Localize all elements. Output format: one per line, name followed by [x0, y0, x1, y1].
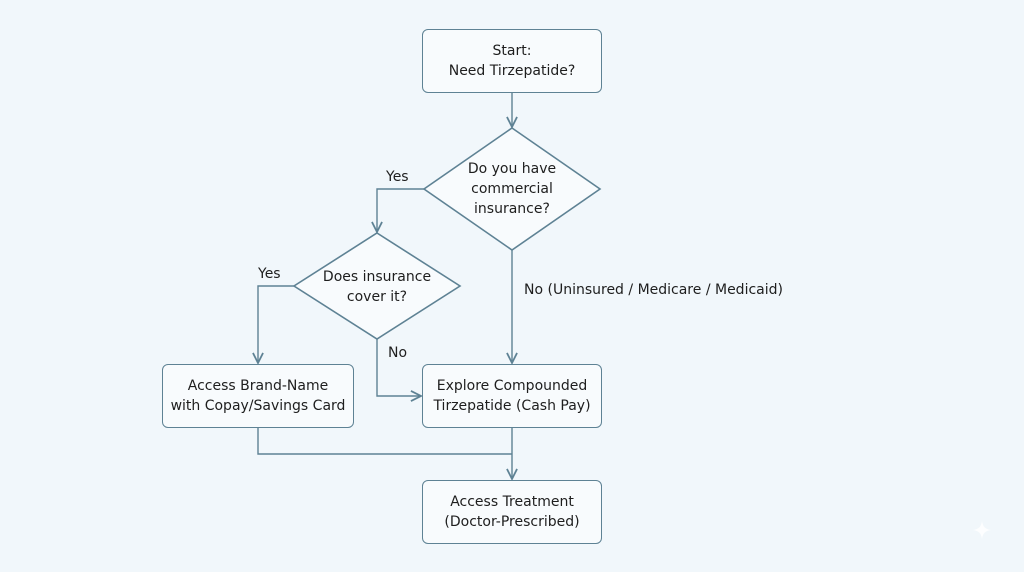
start-node: Start: Need Tirzepatide? — [422, 29, 602, 93]
arrow-coverage-no — [376, 339, 421, 396]
treatment-node: Access Treatment (Doctor-Prescribed) — [422, 480, 602, 544]
sparkle-icon — [973, 521, 991, 539]
compounded-line1: Explore Compounded — [436, 378, 588, 394]
insurance-yes-label: Yes — [386, 169, 409, 185]
compounded-line2: Tirzepatide (Cash Pay) — [433, 398, 591, 414]
insurance-question-line3: insurance? — [474, 201, 550, 217]
arrow-insurance-yes — [377, 188, 424, 232]
treatment-line1: Access Treatment — [450, 494, 574, 510]
insurance-question-line2: commercial — [471, 181, 553, 197]
arrow-coverage-yes — [258, 285, 294, 363]
insurance-no-label: No (Uninsured / Medicare / Medicaid) — [524, 282, 783, 298]
treatment-line2: (Doctor-Prescribed) — [444, 514, 580, 530]
brand-name-line2: with Copay/Savings Card — [170, 398, 346, 414]
insurance-question-line1: Do you have — [467, 161, 557, 177]
coverage-yes-label: Yes — [258, 266, 281, 282]
brand-name-node: Access Brand-Name with Copay/Savings Car… — [162, 364, 354, 428]
start-node-line2: Need Tirzepatide? — [448, 63, 576, 79]
coverage-question-line2: cover it? — [346, 289, 408, 305]
coverage-question-text: Does insurance cover it? — [307, 266, 447, 308]
insurance-question-text: Do you have commercial insurance? — [446, 158, 578, 220]
line-brand-to-merge — [257, 428, 512, 455]
compounded-node: Explore Compounded Tirzepatide (Cash Pay… — [422, 364, 602, 428]
coverage-no-label: No — [388, 345, 408, 361]
start-node-line1: Start: — [492, 43, 532, 59]
brand-name-line1: Access Brand-Name — [187, 378, 329, 394]
coverage-question-line1: Does insurance — [322, 269, 432, 285]
